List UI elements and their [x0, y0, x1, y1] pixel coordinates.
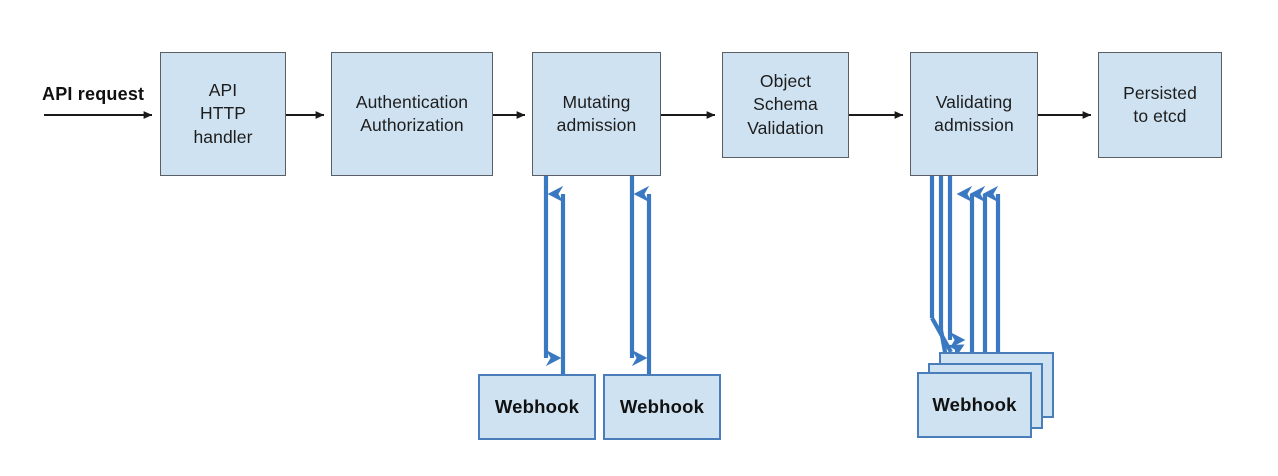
stage-label-line: Persisted	[1123, 82, 1197, 103]
stage-api-http-handler[interactable]: API HTTP handler	[160, 52, 286, 176]
stage-label-line: Validation	[747, 117, 824, 138]
stage-authentication-authorization[interactable]: Authentication Authorization	[331, 52, 493, 176]
stage-label: Mutating admission	[533, 91, 660, 137]
stage-label-line: handler	[193, 126, 253, 147]
webhook-label: Webhook	[619, 396, 705, 417]
webhook-label: Webhook	[932, 394, 1017, 415]
stage-label: API HTTP handler	[161, 79, 285, 148]
webhook-label: Webhook	[494, 396, 580, 417]
stage-label-line: Mutating	[562, 91, 631, 112]
stage-label-line: admission	[934, 115, 1014, 135]
stage-persisted-to-etcd[interactable]: Persisted to etcd	[1098, 52, 1222, 158]
arrow-validating-to-webhook-mid	[938, 176, 963, 372]
stage-label: Validating admission	[911, 91, 1037, 137]
validating-webhook-front[interactable]: Webhook	[917, 372, 1032, 438]
stage-label-line: Validating	[935, 91, 1013, 112]
stage-label-line: to etcd	[1133, 106, 1187, 126]
stage-label: Authentication Authorization	[332, 91, 492, 137]
api-request-label: API request	[42, 84, 145, 104]
stage-label-line: Object	[759, 71, 812, 92]
mutating-webhook-2[interactable]: Webhook	[603, 374, 721, 440]
stage-mutating-admission[interactable]: Mutating admission	[532, 52, 661, 176]
stage-label-line: Authentication	[355, 91, 469, 112]
mutating-webhook-1[interactable]: Webhook	[478, 374, 596, 440]
stage-label-line: admission	[556, 115, 637, 135]
stage-object-schema-validation[interactable]: Object Schema Validation	[722, 52, 849, 158]
stage-label: Persisted to etcd	[1099, 82, 1221, 128]
stage-label-line: Authorization	[360, 115, 464, 135]
stage-label-line: Schema	[753, 94, 818, 115]
stage-label-line: HTTP	[199, 103, 247, 124]
stage-label: Object Schema Validation	[723, 70, 848, 139]
stage-validating-admission[interactable]: Validating admission	[910, 52, 1038, 176]
stage-label-line: API	[208, 80, 238, 101]
